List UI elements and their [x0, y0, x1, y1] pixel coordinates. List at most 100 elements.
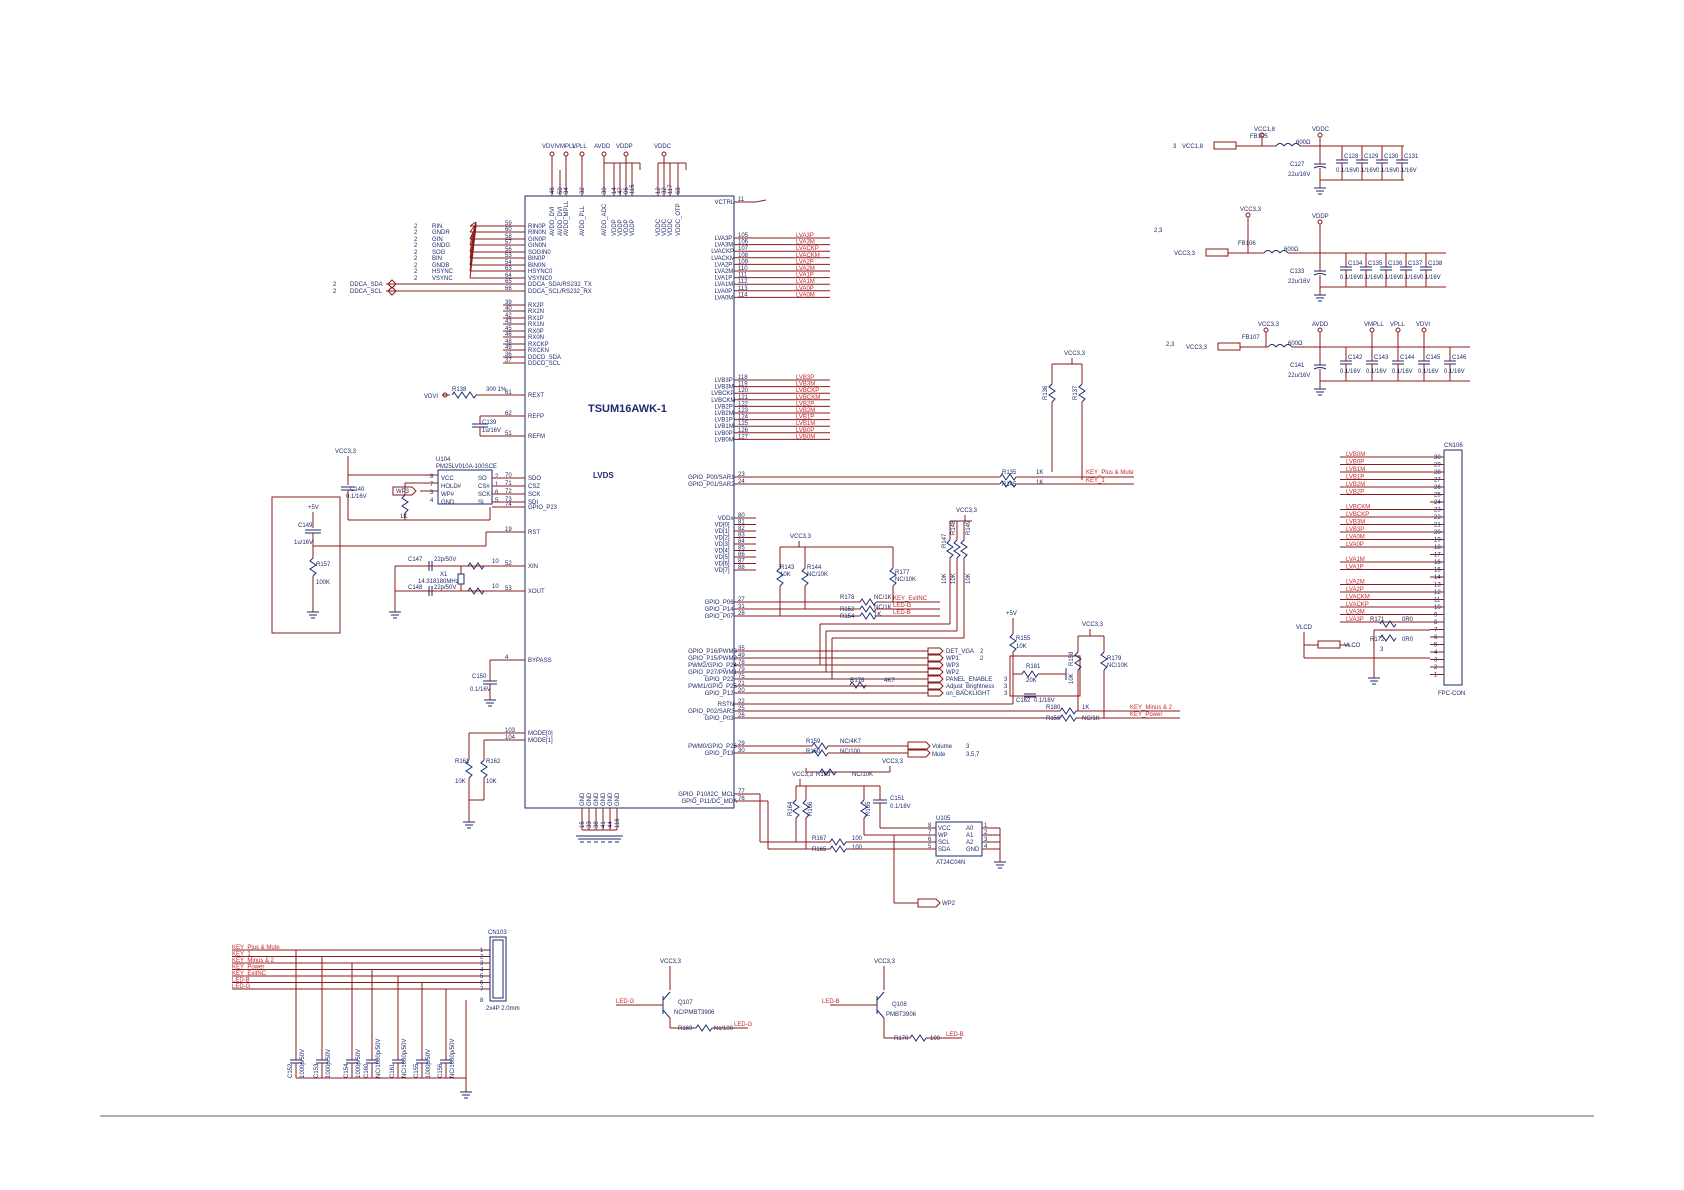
u105-pin-num-left: 7 [928, 830, 932, 836]
top-pin-number: 34 [564, 187, 570, 194]
r179-val: NC/10K [1107, 663, 1128, 669]
cn103-net-name: LED-B [232, 978, 250, 984]
r156b-val: NC/1K [1082, 716, 1100, 722]
cn106-pin-number: 16 [1434, 560, 1441, 566]
top-pin-number: 115 [630, 184, 636, 194]
cn106-pin-number: 25 [1434, 493, 1441, 499]
left-pin-name: XOUT [528, 589, 545, 595]
left-pin-name: MODE[1] [528, 738, 553, 744]
bottom-pin-number: 38 [594, 821, 600, 828]
c148-val: 22p/50V [434, 585, 456, 591]
cn103-cap-val: 1000p/50V [356, 1049, 362, 1078]
top-pin-number: 46 [550, 187, 556, 194]
bottom-pin-name: GND [594, 792, 600, 806]
right-pin-name: VD[3] [715, 542, 730, 548]
cn103-pin-number: 6 [480, 981, 484, 987]
left-pin-number: 49 [505, 345, 512, 351]
cn103-ref: CN103 [488, 930, 507, 936]
left-net-sheet: 2 [414, 269, 418, 275]
right-pin-name: LVA1P [715, 276, 733, 282]
right-net-name: LVA0M [796, 292, 815, 298]
right-pin-number: 111 [738, 273, 748, 279]
bypass-capacitor: C150 0.1/16V [470, 659, 515, 707]
bulk-cap-ref: C141 [1290, 363, 1305, 369]
net-led-g: LED-G [893, 603, 912, 609]
cn106-pin-number: 6 [1434, 635, 1438, 641]
main-ic-part-label: TSUM16AWK-1 [588, 403, 667, 415]
right-pin-number: 110 [738, 266, 748, 272]
left-pin-name: REFM [528, 434, 545, 440]
top-pin-name: VDDP [612, 219, 618, 236]
r148-ref: R148 [951, 520, 957, 535]
c148-ref: C148 [408, 585, 423, 591]
cn103-cap-ref: C152 [288, 1063, 294, 1078]
top-power-vmpll: VMPLL [556, 144, 576, 150]
right-net-name: LVB1M [796, 421, 815, 427]
top-pin-number: 30 [602, 187, 608, 194]
right-pin-number: 29 [738, 741, 745, 747]
left-pin-name: RX0P [528, 329, 544, 335]
ferrite-ref: FB107 [1242, 335, 1260, 341]
r137-ref: R137 [1073, 385, 1079, 400]
right-pin-number: 75 [738, 674, 745, 680]
right-net-name: LVA0P [796, 286, 814, 292]
right-net-name: LVB2M [796, 408, 815, 414]
top-power-node [601, 151, 607, 157]
r148-val: 10K [951, 573, 957, 584]
q107-part: NC/PMBT3906 [674, 1010, 715, 1016]
r158-ref: R158 [1069, 651, 1075, 666]
i2c-eeprom: VCC3,3 R163 NC/10K VCC3,3 R164 R166 R165… [734, 759, 1006, 908]
cn106-pin-number: 20 [1434, 530, 1441, 536]
right-pin-number: 106 [738, 240, 749, 246]
decap-val: 0.1/16V [1420, 275, 1441, 281]
right-pin-name: LVA0P [715, 289, 733, 295]
left-net-sheet: 2 [414, 237, 418, 243]
ddc-port [387, 279, 397, 289]
cn106-pin-number: 17 [1434, 553, 1441, 559]
rx1-val: 10 [492, 559, 499, 565]
bulk-cap-val: 22u/16V [1288, 373, 1310, 379]
right-pin-number: 114 [738, 292, 748, 298]
right-pin-name: LVBCKP [711, 391, 734, 397]
left-pin-name: XIN [528, 564, 538, 570]
r143-val: 10K [780, 572, 791, 578]
right-pin-number: 78 [738, 660, 745, 666]
cn103-pin-number: 4 [480, 968, 484, 974]
r172-val: 0R0 [1402, 637, 1414, 643]
top-pin-name: AVDD_ADC [602, 203, 608, 236]
right-pin-name: GPIO_P00/SAR1 [688, 475, 735, 481]
pwm-net-name: DET_VGA [946, 649, 974, 655]
u105-pin-num-right: 2 [984, 830, 988, 836]
r165-ref: R165 [812, 847, 827, 853]
cn106-pin-number: 11 [1434, 598, 1441, 604]
right-pin-number: 25 [738, 706, 745, 712]
left-pin-number: 60 [505, 227, 512, 233]
rail-avdd: VCC3,3FB107600ΩAVDDC14122u/16VC1420.1/16… [1186, 322, 1470, 396]
u104-pin-left: WP# [441, 492, 455, 498]
cn106-pin-number: 4 [1434, 650, 1438, 656]
decap-val: 0.1/16V [1366, 369, 1387, 375]
right-pin-name: LVACKM [711, 256, 735, 262]
right-net-name: LVA1M [796, 279, 815, 285]
q108-circuit: VCC3,3 LED-B Q108 PMBT3906 R170 100 LED-… [822, 959, 964, 1042]
left-pin-name: RX0N [528, 335, 544, 341]
pwm-net-sheet: 3 [1004, 677, 1008, 683]
u105-pin-num-right: 4 [984, 844, 988, 850]
right-net-name: LVB0P [796, 428, 814, 434]
r138-val: 300 1% [486, 387, 507, 393]
u104-pin-num-left: 7 [430, 482, 434, 488]
pwm-net-name: Adjust_Brightness [946, 684, 994, 690]
right-pin-number: 26 [738, 713, 745, 719]
rail-extra-node [1369, 327, 1375, 333]
r161-ref: R161 [455, 759, 470, 765]
rail-extra-label: VCC3,3 [1258, 322, 1280, 328]
cn103-cap-ref: C153 [314, 1063, 320, 1078]
r171-val: 0R0 [1402, 617, 1414, 623]
top-power-node [623, 151, 629, 157]
left-pin-name: RIN0P [528, 224, 546, 230]
mute-sheet: 3,5,7 [966, 752, 980, 758]
net-led-b: LED-B [893, 610, 911, 616]
pwm-network: VCC3,3 R147 R148 R149 10K 10K 10K DET_VG… [756, 508, 1008, 697]
cn103-cap-ref: C154 [344, 1063, 350, 1078]
right-pin-name: GPIO_P07 [705, 614, 735, 620]
